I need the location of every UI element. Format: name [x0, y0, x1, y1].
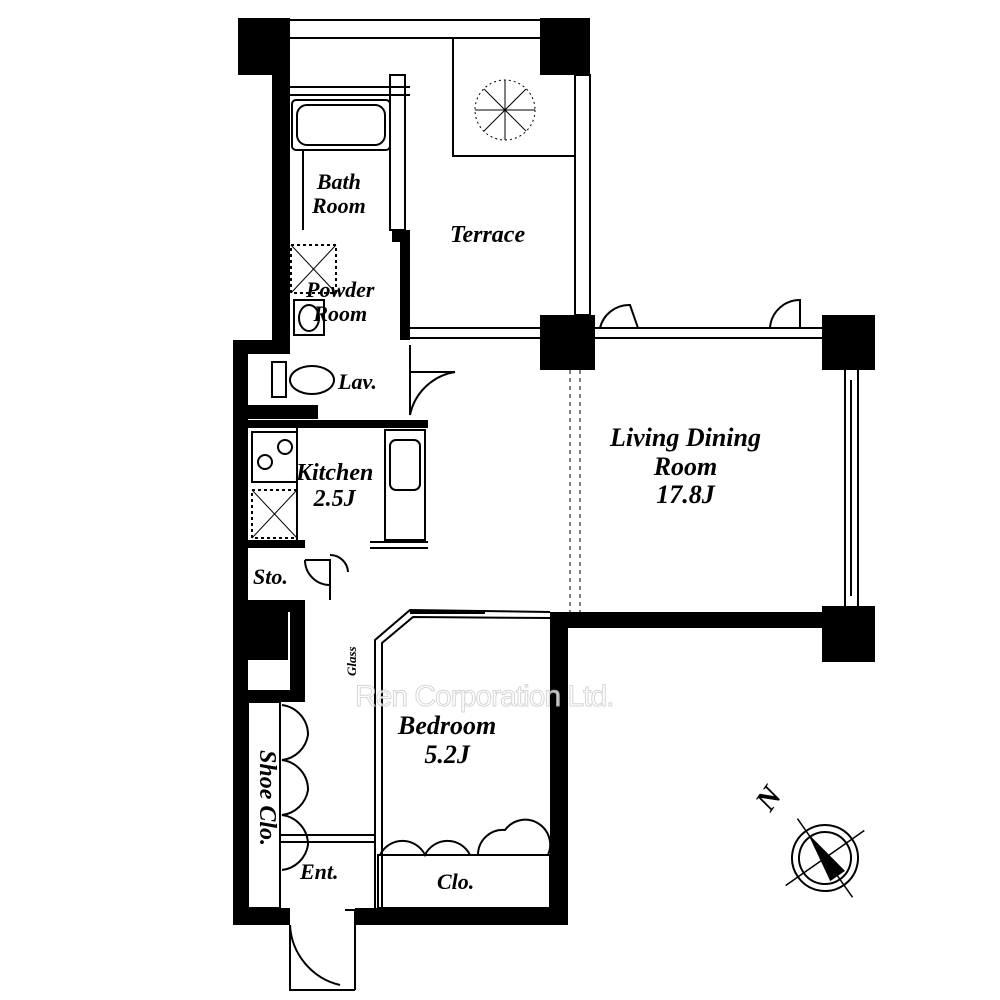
label-lav: Lav. [338, 369, 377, 394]
label-glass: Glass [344, 646, 359, 676]
compass-icon [785, 818, 865, 898]
label-shoe-closet: Shoe Clo. [254, 750, 280, 847]
label-entrance: Ent. [300, 859, 339, 884]
label-terrace: Terrace [450, 222, 526, 248]
label-storage: Sto. [253, 564, 288, 589]
walls [233, 18, 875, 925]
label-closet: Clo. [437, 869, 475, 894]
watermark: Ren Corporation Ltd. [355, 680, 615, 714]
fixtures [247, 19, 859, 991]
tree-icon [474, 79, 536, 141]
